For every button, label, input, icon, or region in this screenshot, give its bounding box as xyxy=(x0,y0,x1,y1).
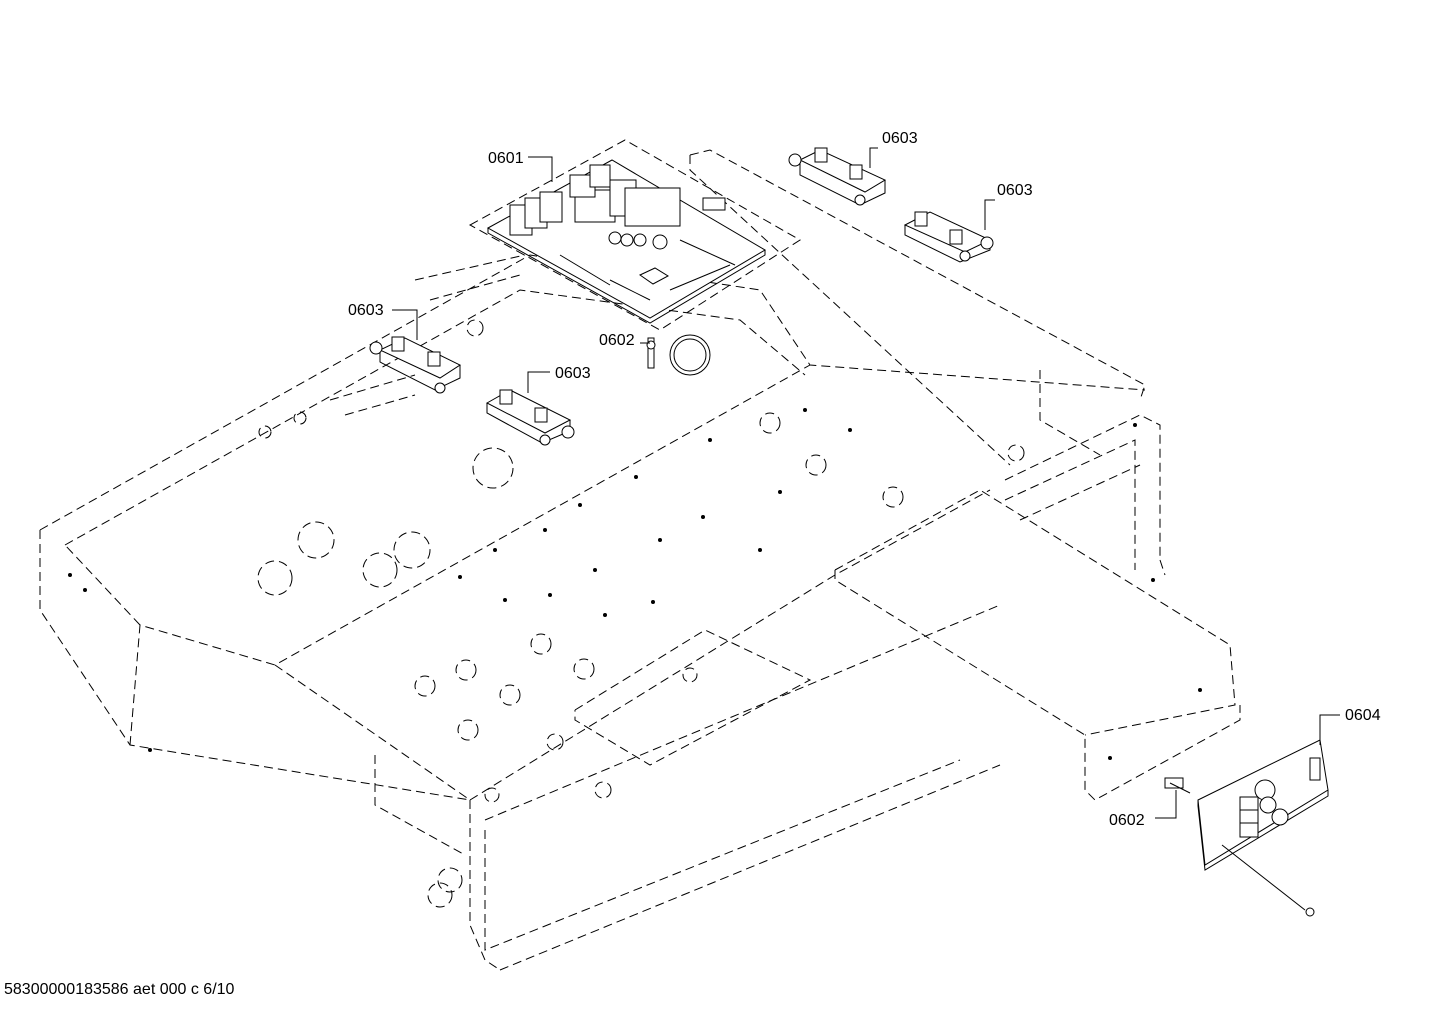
sensor-0602-top xyxy=(646,334,711,376)
label-0601: 0601 xyxy=(488,150,524,167)
relay-0603-left xyxy=(369,319,484,394)
label-0603-top-right: 0603 xyxy=(882,130,918,147)
sensor-0602-bottom xyxy=(1164,777,1191,794)
drawing-number: 58300000183586 aet 000 c 6/10 xyxy=(4,981,235,998)
interface-board-0604 xyxy=(1197,739,1329,917)
label-0603-center: 0603 xyxy=(555,365,591,382)
label-0602-bottom: 0602 xyxy=(1109,812,1145,829)
part-labels: 0601 0603 0603 0603 0602 0603 0604 0602 xyxy=(348,130,1381,829)
chassis-holes xyxy=(68,408,1202,908)
leader-lines xyxy=(392,147,1340,819)
relay-0603-top-right xyxy=(788,147,887,206)
label-0604: 0604 xyxy=(1345,707,1381,724)
label-0603-right: 0603 xyxy=(997,182,1033,199)
control-board-0601 xyxy=(468,139,801,331)
chassis-frame xyxy=(39,149,1241,971)
relay-0603-center xyxy=(485,389,575,446)
label-0602-top: 0602 xyxy=(599,332,635,349)
relay-0603-right xyxy=(903,211,994,263)
label-0603-left: 0603 xyxy=(348,302,384,319)
